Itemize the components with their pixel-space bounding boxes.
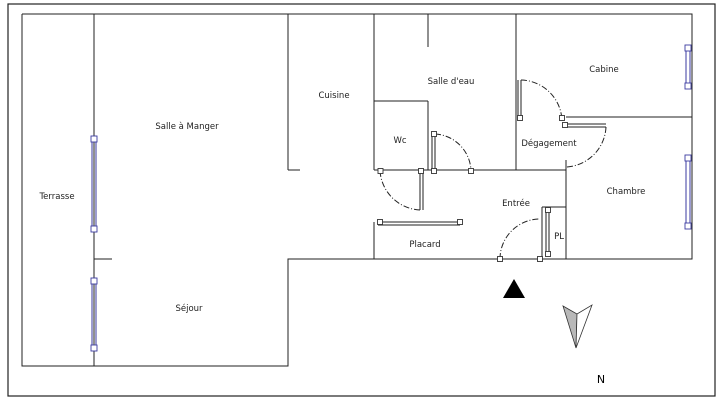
room-label-degagement: Dégagement [521, 138, 577, 149]
room-label-cabine: Cabine [589, 65, 619, 75]
room-label-chambre: Chambre [607, 187, 646, 197]
door-panels [378, 80, 606, 256]
room-label-salle-d-eau: Salle d'eau [428, 77, 475, 87]
exterior-walls [21, 13, 693, 367]
room-label-entree: Entrée [502, 198, 530, 209]
door-swings [379, 79, 607, 260]
room-label-wc: Wc [393, 136, 406, 146]
windows [90, 44, 692, 352]
north-label: N [597, 373, 605, 386]
room-label-terrasse: Terrasse [38, 192, 74, 202]
room-label-cuisine: Cuisine [318, 91, 349, 101]
door-hinges [377, 115, 568, 262]
drawing-frame [7, 3, 716, 397]
interior-walls [93, 14, 692, 366]
entrance-marker [503, 279, 525, 298]
north-arrow-icon [562, 304, 593, 349]
room-label-salle-a-manger: Salle à Manger [155, 122, 219, 132]
room-label-placard: Placard [409, 240, 440, 250]
room-label-sejour: Séjour [175, 303, 203, 314]
room-label-pl: PL [554, 232, 564, 242]
